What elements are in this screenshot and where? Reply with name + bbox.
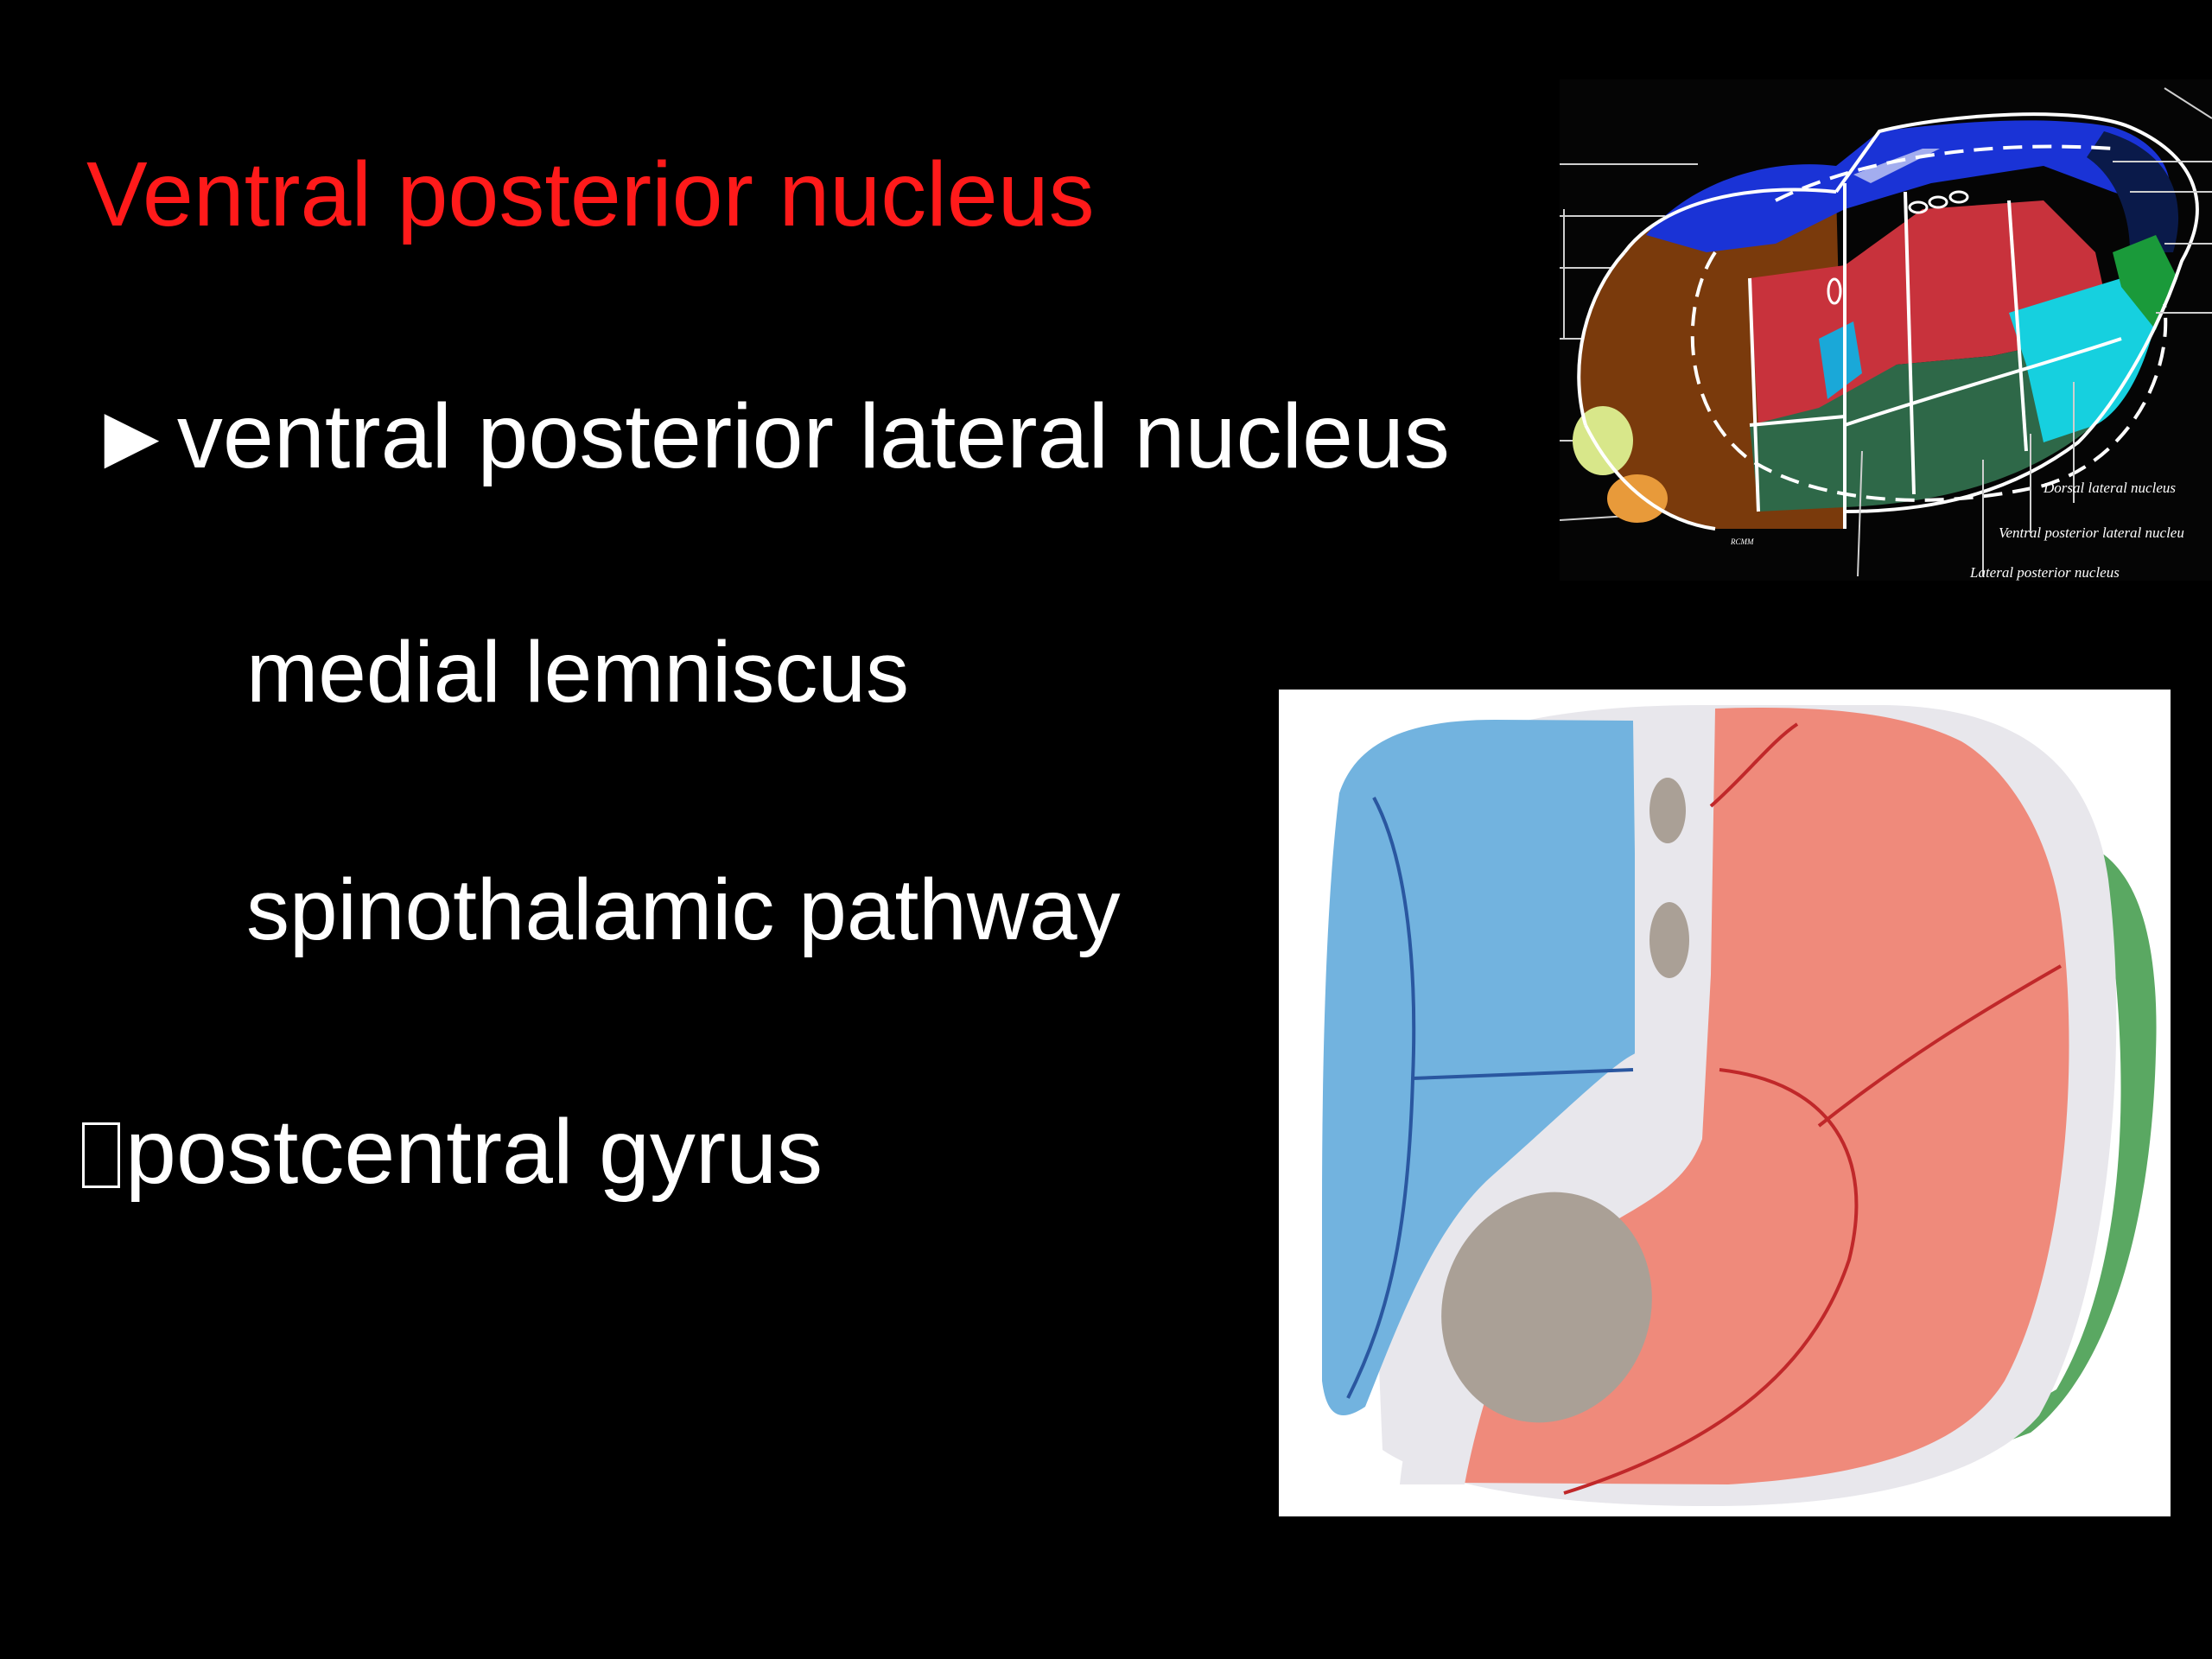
cross-section-diagram <box>1279 690 2171 1516</box>
bullet-text: ventral posterior lateral nucleus <box>176 385 1450 487</box>
sub-item: medial lemniscus <box>246 616 909 728</box>
label-dorsal-lateral: Dorsal lateral nucleus <box>2043 480 2176 496</box>
label-vpl: Ventral posterior lateral nucleu <box>1999 524 2184 541</box>
sub-item-text: spinothalamic pathway <box>246 861 1121 958</box>
bullet-item: ►ventral posterior lateral nucleus <box>86 380 1450 493</box>
label-small-mark: RCMM <box>1730 537 1754 546</box>
slide-title-text: Ventral posterior nucleus <box>86 143 1095 245</box>
missing-glyph-icon <box>82 1122 120 1188</box>
label-lateral-posterior: Lateral posterior nucleus <box>1969 564 2120 581</box>
arrow-bullet-icon: ► <box>86 385 177 487</box>
sub-item: spinothalamic pathway <box>246 854 1121 966</box>
bullet-text: postcentral gyrus <box>125 1101 823 1203</box>
sub-item-text: medial lemniscus <box>246 624 909 721</box>
slide-title: Ventral posterior nucleus <box>86 138 1095 251</box>
bullet-item: postcentral gyrus <box>82 1096 823 1208</box>
thalamus-nuclei-diagram: Dorsal lateral nucleus Ventral posterior… <box>1560 79 2212 581</box>
